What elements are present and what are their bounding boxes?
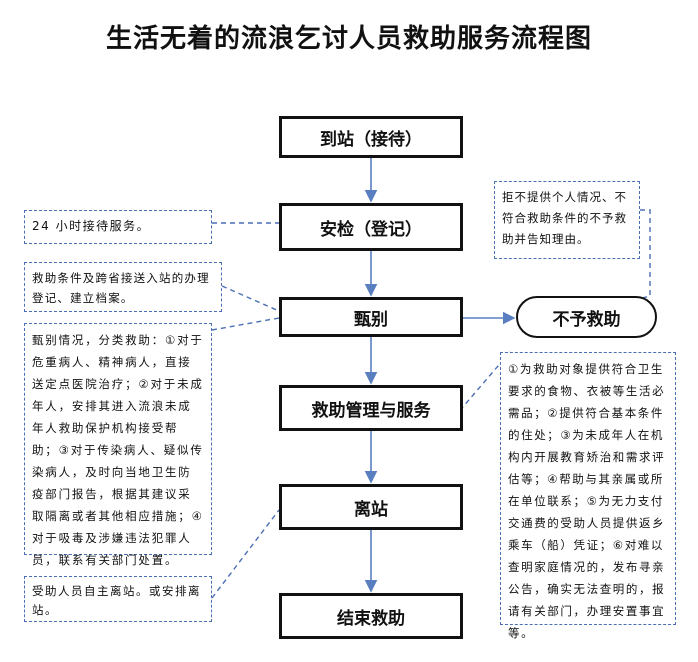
node-arrive: 到站（接待） [279,116,463,158]
node-screen: 甄别 [279,297,463,337]
note-screening: 甄别情况，分类救助：①对于危重病人、精神病人，直接送定点医院治疗；②对于未成年人… [24,323,212,567]
page-title: 生活无着的流浪乞讨人员救助服务流程图 [105,24,592,54]
note-reception: 24 小时接待服务。 [24,210,212,244]
note-transfer: 救助条件及跨省接送入站的办理登记、建立档案。 [24,262,222,312]
note-reject-reason: 拒不提供个人情况、不符合救助条件的不予救助并告知理由。 [494,181,640,259]
note-services: ①为救助对象提供符合卫生要求的食物、衣被等生活必需品；②提供符合基本条件的住处；… [500,352,676,640]
dash-transfer-screen [221,285,280,312]
note-departure: 受助人员自主离站。或安排离站。 [24,576,212,622]
node-manage: 救助管理与服务 [279,385,463,431]
dash-screening-screen [211,317,280,331]
node-end: 结束救助 [279,593,463,639]
dash-departure-leave [211,509,280,599]
node-leave: 离站 [279,484,463,530]
node-security: 安检（登记） [279,203,463,251]
dash-reason-reject [626,209,651,303]
node-reject: 不予救助 [516,296,657,338]
